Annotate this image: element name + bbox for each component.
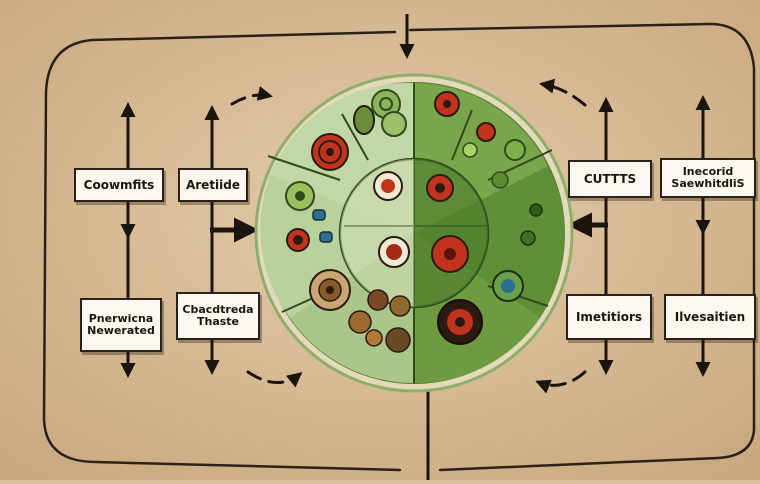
label-top-right-outer: Inecorid SaewhitdliS xyxy=(660,158,756,198)
label-top-left-outer: Coowmfits xyxy=(74,168,164,202)
label-bottom-left-inner: Cbacdtreda Thaste xyxy=(176,292,260,340)
curved-flow-arrows xyxy=(230,78,587,394)
label-bottom-right-outer: Ilvesaitien xyxy=(664,294,756,340)
label-bottom-right-inner: Imetitiors xyxy=(566,294,652,340)
label-top-left-inner: Aretiide xyxy=(178,168,248,202)
cell-illustrations xyxy=(285,89,543,353)
outer-frame xyxy=(42,22,756,472)
label-top-right-inner: CUTTTS xyxy=(568,160,652,198)
label-bottom-left-outer: Pnerwicna Newerated xyxy=(80,298,162,352)
wedge-right xyxy=(414,166,565,318)
cycle-circle xyxy=(254,73,574,393)
